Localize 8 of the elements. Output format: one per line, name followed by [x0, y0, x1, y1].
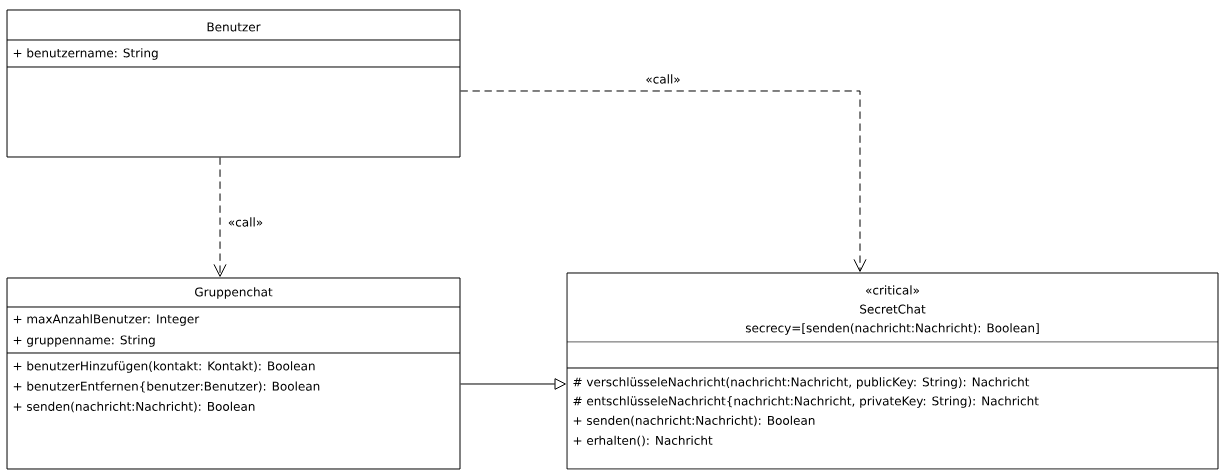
- class-box: Gruppenchat + maxAnzahlBenutzer: Integer + gruppenname: String + benutzerHinzufügen(kontakt: Kontakt): Boolean + benutzerEntfernen{benutzer:Benutzer): Boolean + senden(nachricht:Nachricht): Boolean: [6, 277, 461, 470]
- dependency-arrow: [213, 157, 227, 277]
- dependency-arrow: [460, 90, 867, 272]
- class-box: «critical» SecretChat secrecy=[senden(nachricht:Nachricht): Boolean] # verschlüsseleNachricht(nachricht:Nachricht, publicKey: String): Nachricht # entschlüsseleNachricht{nachricht:Nachricht, privateKey: String): Nachricht + senden(nachricht:Nachricht): Boolean + erhalten(): Nachricht: [566, 272, 1219, 470]
- generalization-arrow: [460, 378, 566, 390]
- edge-label: «call»: [644, 73, 682, 85]
- class-box: Benutzer + benutzername: String: [6, 9, 461, 158]
- edge-label: «call»: [226, 216, 265, 228]
